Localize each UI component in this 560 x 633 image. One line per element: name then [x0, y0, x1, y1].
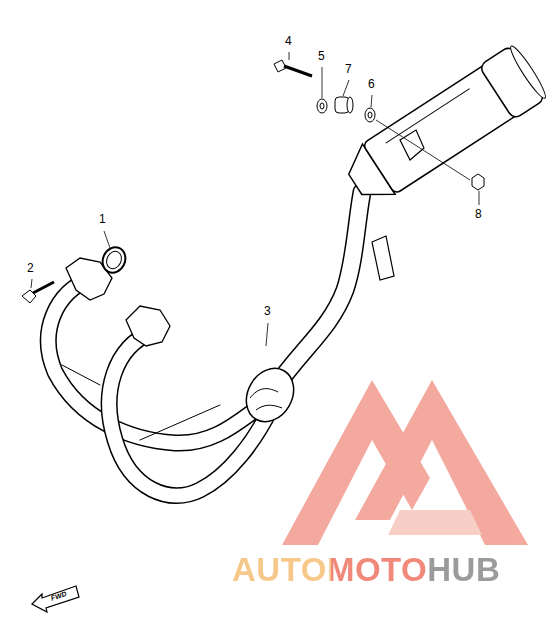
watermark: AUTOMOTOHUB: [232, 553, 500, 587]
callout-number: 6: [368, 78, 375, 90]
collector: [237, 360, 303, 430]
callout-number: 1: [99, 213, 106, 225]
exhaust-pipe: [48, 192, 362, 496]
muffler-bracket: [400, 130, 424, 160]
callout-number: 4: [285, 35, 292, 47]
hanger-bracket: [372, 236, 394, 280]
fastener: [274, 60, 484, 190]
watermark-logo: [282, 380, 528, 545]
callout-number: 7: [345, 63, 352, 75]
callout-number: 3: [264, 305, 271, 317]
bolt: [22, 282, 54, 303]
callout-number: 2: [27, 262, 34, 274]
muffler: [338, 43, 550, 212]
callout-number: 5: [318, 50, 325, 62]
forward-arrow: [32, 586, 79, 612]
leader-line: [31, 52, 479, 346]
gasket: [99, 244, 130, 277]
callout-number: 8: [475, 208, 482, 220]
collector-seam: [250, 389, 282, 410]
